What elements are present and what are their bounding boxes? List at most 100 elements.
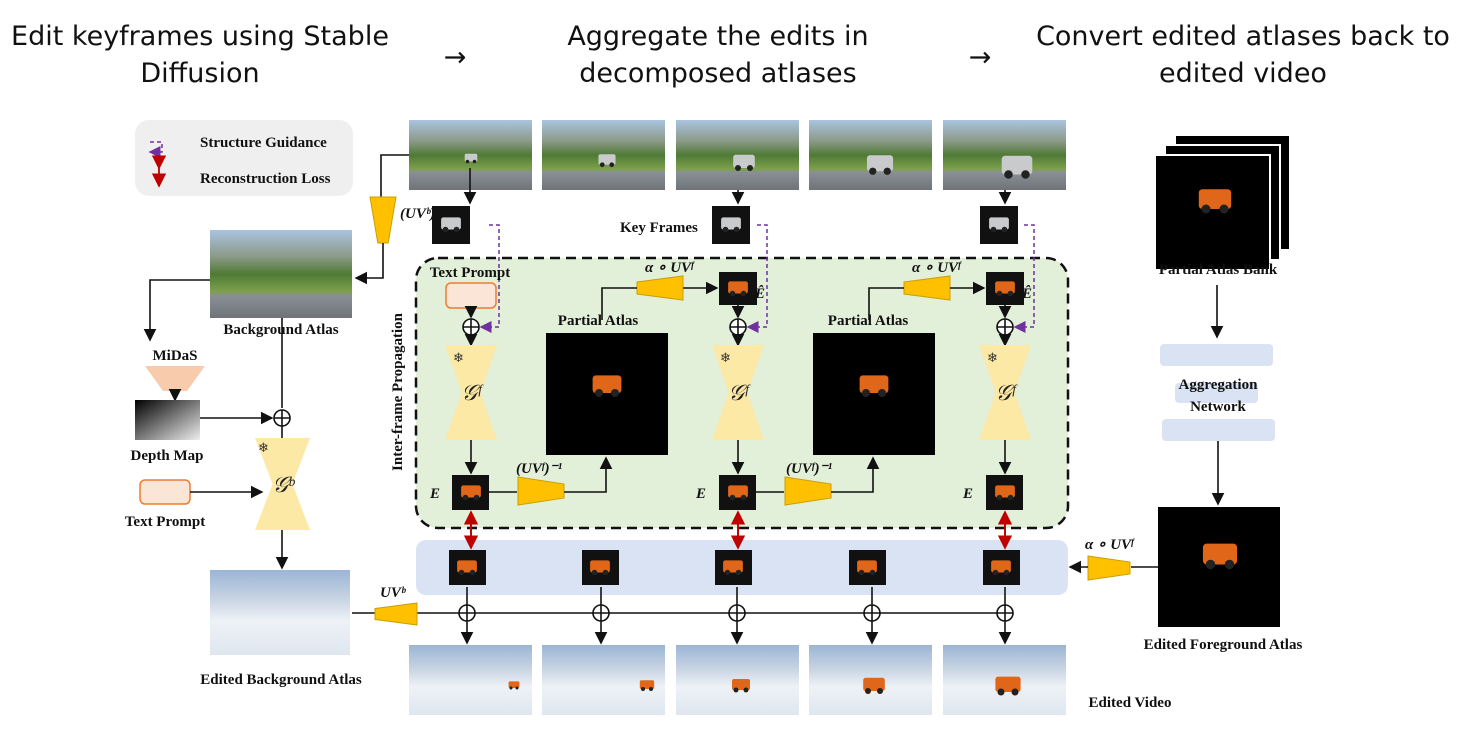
uvf-inverse-mapper: [784, 476, 832, 506]
edited-video-label: Edited Video: [1089, 695, 1172, 711]
generator-label: 𝒢ᶠ: [995, 380, 1018, 405]
depth-map-label: Depth Map: [131, 448, 204, 464]
edited-foreground-atlas-image: [1158, 507, 1280, 627]
structure-guidance-arrow: [1013, 224, 1035, 333]
car-shape: [866, 155, 894, 172]
foreground-generator: [979, 345, 1031, 440]
foreground-generator: [445, 345, 497, 440]
aggregation-network-label-1: Aggregation: [1179, 377, 1259, 393]
e-label-3: E: [962, 486, 973, 502]
uvb-mapper: [374, 602, 418, 626]
step1-title-line2: Diffusion: [140, 58, 259, 89]
aggregation-layer: [1160, 344, 1273, 366]
uvf-inverse-mapper: [517, 476, 565, 506]
edited-video-frame-2: [542, 645, 665, 715]
e-label-1: E: [429, 486, 440, 502]
frozen-icon: ❄: [453, 351, 464, 366]
car-shape: [1001, 155, 1033, 175]
midas-label: MiDaS: [153, 348, 198, 364]
step-arrow-icon: →: [969, 42, 992, 73]
car-shape: [464, 153, 478, 162]
arrow: [601, 287, 637, 320]
structure-guidance-arrow: [479, 224, 500, 333]
structure-guidance-icon: [148, 141, 163, 158]
car-shape: [592, 375, 622, 393]
alpha-uvf-label-1: α ∘ UVᶠ: [645, 260, 695, 276]
generator-label: 𝒢ᶠ: [461, 380, 484, 405]
generator-label: 𝒢ᵇ: [272, 472, 296, 497]
step2-title-line2: decomposed atlases: [579, 58, 856, 89]
background-atlas-label: Background Atlas: [223, 322, 338, 338]
step-arrow-icon: →: [444, 42, 467, 73]
background-atlas-image: [210, 230, 352, 318]
partial-atlas-bank-sheet: [1154, 154, 1271, 271]
arrow: [564, 456, 613, 493]
step1-title-line1: Edit keyframes using Stable: [11, 21, 389, 52]
alpha-uvf-mapper-final: [1087, 555, 1131, 581]
car-shape: [728, 281, 748, 294]
e-hat-label-1: Ê: [754, 285, 765, 302]
partial-atlas-2: [813, 333, 935, 455]
car-shape: [590, 560, 610, 573]
alpha-uvf-mapper: [903, 275, 951, 301]
arrow: [868, 287, 904, 320]
depth-map-image: [135, 400, 200, 440]
e-label-2: E: [695, 486, 706, 502]
frozen-icon: ❄: [258, 441, 269, 456]
aggregation-network-label-2: Network: [1190, 399, 1246, 415]
edited-background-atlas-label: Edited Background Atlas: [200, 672, 362, 688]
car-shape: [995, 676, 1021, 692]
structure-guidance-arrow: [746, 224, 768, 333]
car-shape: [733, 154, 755, 168]
car-shape: [457, 560, 477, 573]
input-frame-4: [809, 120, 932, 190]
aggregation-layer: [1162, 419, 1275, 441]
uvb-inverse-mapper: [369, 196, 397, 244]
car-shape: [732, 679, 750, 690]
step2-title-line1: Aggregate the edits in: [567, 21, 868, 52]
frozen-icon: ❄: [987, 351, 998, 366]
text-prompt-left-label: Text Prompt: [125, 514, 205, 530]
text-prompt-left-box: [139, 479, 191, 505]
step3-title-line1: Convert edited atlases back to: [1036, 21, 1450, 52]
partial-atlas-label-2: Partial Atlas: [828, 313, 909, 329]
input-frame-5: [943, 120, 1066, 190]
arrow: [380, 154, 409, 197]
car-shape: [598, 154, 616, 165]
car-shape: [989, 217, 1009, 230]
aggregation-layer: [1175, 383, 1258, 403]
car-shape: [857, 560, 877, 573]
uvf-inverse-label-2: (UVᶠ)⁻¹: [786, 461, 832, 477]
alpha-uvf-label-3: α ∘ UVᶠ: [1085, 537, 1135, 553]
edited-background-atlas-image: [210, 570, 350, 655]
car-shape: [863, 677, 885, 691]
partial-atlas-bank-label: Partial Atlas Bank: [1159, 262, 1278, 278]
car-shape: [1198, 189, 1232, 209]
text-prompt-label: Text Prompt: [430, 265, 510, 281]
legend-reconstruction-loss: Reconstruction Loss: [200, 171, 331, 187]
arrow: [354, 243, 384, 285]
car-shape: [991, 560, 1011, 573]
car-shape: [728, 485, 748, 498]
car-shape: [721, 217, 741, 230]
midas-model: [145, 366, 205, 391]
partial-atlas-1: [546, 333, 668, 455]
alpha-uvf-mapper: [636, 275, 684, 301]
background-generator: [255, 438, 310, 530]
arrow: [831, 456, 880, 493]
car-shape: [508, 681, 520, 688]
generator-label: 𝒢ᶠ: [728, 380, 751, 405]
car-shape: [995, 485, 1015, 498]
frozen-icon: ❄: [720, 351, 731, 366]
key-frames-label: Key Frames: [620, 220, 698, 236]
alpha-uvf-label-2: α ∘ UVᶠ: [912, 260, 962, 276]
car-shape: [1202, 543, 1238, 565]
text-prompt-box: [445, 282, 497, 309]
edited-video-frame-1: [409, 645, 532, 715]
e-hat-label-2: Ê: [1021, 285, 1032, 302]
car-shape: [995, 281, 1015, 294]
car-shape: [461, 485, 481, 498]
car-shape: [723, 560, 743, 573]
step3-title-line2: edited video: [1159, 58, 1327, 89]
